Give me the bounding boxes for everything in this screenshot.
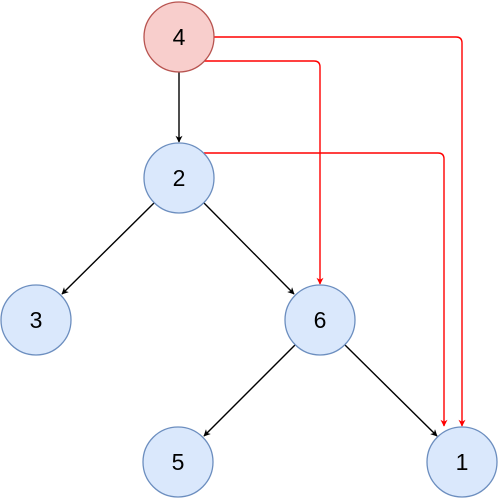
node-5-circle	[142, 426, 214, 498]
edge-6-to-1	[344, 344, 438, 437]
node-2: 2	[143, 142, 215, 214]
node-3: 3	[0, 284, 72, 356]
edge-2-to-6	[203, 202, 295, 295]
red-edge-4-to-6	[204, 60, 324, 285]
red-edge-2-to-1	[204, 152, 448, 427]
node-4-label: 4	[173, 24, 186, 50]
node-1: 1	[426, 426, 498, 498]
node-2-circle	[143, 142, 215, 214]
node-6: 6	[284, 284, 356, 356]
node-3-circle	[0, 284, 72, 356]
node-2-label: 2	[173, 165, 186, 191]
node-6-label: 6	[314, 307, 327, 333]
node-5-label: 5	[172, 449, 185, 475]
red-edge-4-to-1	[214, 36, 466, 427]
node-3-label: 3	[30, 307, 43, 333]
node-1-label: 1	[456, 449, 469, 475]
node-4: 4	[143, 1, 215, 73]
node-1-circle	[426, 426, 498, 498]
edge-6-to-5	[203, 344, 296, 437]
edge-2-to-3	[61, 202, 155, 295]
edges-layer	[61, 36, 466, 437]
node-5: 5	[142, 426, 214, 498]
node-4-circle	[143, 1, 215, 73]
node-6-circle	[284, 284, 356, 356]
